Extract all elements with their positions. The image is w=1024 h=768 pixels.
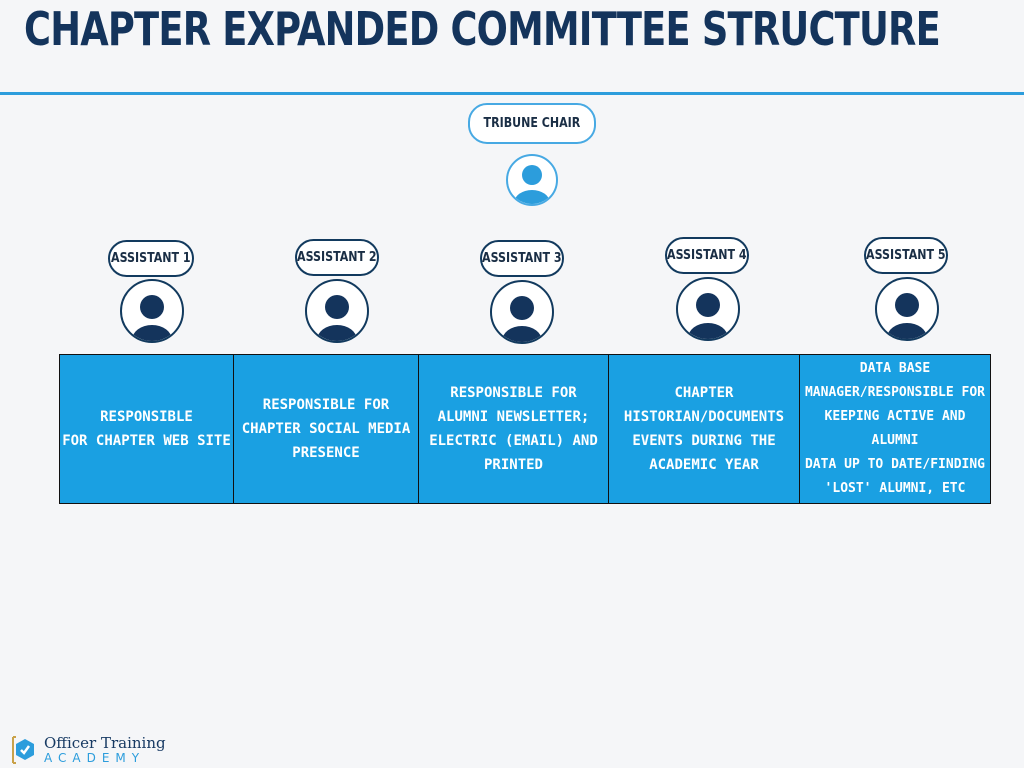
responsibility-box-3: RESPONSIBLE FOR ALUMNI NEWSLETTER; ELECT…	[419, 355, 609, 503]
responsibility-text-5: DATA BASE MANAGER/RESPONSIBLE FOR KEEPIN…	[804, 361, 985, 496]
responsibility-box-4: CHAPTER HISTORIAN/DOCUMENTS EVENTS DURIN…	[609, 355, 800, 503]
logo-subtitle: ACADEMY	[44, 751, 146, 765]
person-icon	[887, 293, 927, 339]
tribune-chair-text: TRIBUNE CHAIR	[483, 116, 581, 131]
assistant-4-text: ASSISTANT 4	[667, 248, 747, 263]
responsibility-table: RESPONSIBLE FOR CHAPTER WEB SITE RESPONS…	[59, 354, 991, 504]
responsibility-text-3: RESPONSIBLE FOR ALUMNI NEWSLETTER; ELECT…	[429, 385, 598, 473]
responsibility-text-2: RESPONSIBLE FOR CHAPTER SOCIAL MEDIA PRE…	[241, 397, 411, 461]
person-icon	[132, 295, 172, 341]
assistant-5-avatar	[875, 277, 939, 341]
academy-logo-icon	[12, 736, 34, 764]
tribune-chair-label: TRIBUNE CHAIR	[468, 103, 596, 144]
assistant-4-label: ASSISTANT 4	[665, 237, 749, 274]
assistant-1-text: ASSISTANT 1	[111, 251, 191, 266]
assistant-3-label: ASSISTANT 3	[480, 240, 564, 277]
assistant-1-label: ASSISTANT 1	[108, 240, 194, 277]
responsibility-box-1: RESPONSIBLE FOR CHAPTER WEB SITE	[60, 355, 234, 503]
assistant-3-text: ASSISTANT 3	[482, 251, 562, 266]
assistant-5-text: ASSISTANT 5	[866, 248, 946, 263]
title-divider	[0, 92, 1024, 95]
assistant-2-text: ASSISTANT 2	[297, 250, 377, 265]
person-icon	[514, 165, 550, 204]
person-icon	[688, 293, 728, 339]
assistant-2-avatar	[305, 279, 369, 343]
responsibility-text-4: CHAPTER HISTORIAN/DOCUMENTS EVENTS DURIN…	[623, 385, 785, 473]
academy-logo: Officer Training ACADEMY	[10, 734, 166, 766]
person-icon	[317, 295, 357, 341]
responsibility-box-2: RESPONSIBLE FOR CHAPTER SOCIAL MEDIA PRE…	[234, 355, 419, 503]
page-title: CHAPTER EXPANDED COMMITTEE STRUCTURE	[24, 2, 941, 56]
tribune-chair-avatar	[506, 154, 558, 206]
assistant-4-avatar	[676, 277, 740, 341]
assistant-1-avatar	[120, 279, 184, 343]
responsibility-box-5: DATA BASE MANAGER/RESPONSIBLE FOR KEEPIN…	[800, 355, 991, 503]
assistant-5-label: ASSISTANT 5	[864, 237, 948, 274]
person-icon	[502, 296, 542, 342]
assistant-3-avatar	[490, 280, 554, 344]
assistant-2-label: ASSISTANT 2	[295, 239, 379, 276]
logo-name: Officer Training	[44, 734, 166, 752]
responsibility-text-1: RESPONSIBLE FOR CHAPTER WEB SITE	[62, 409, 231, 449]
